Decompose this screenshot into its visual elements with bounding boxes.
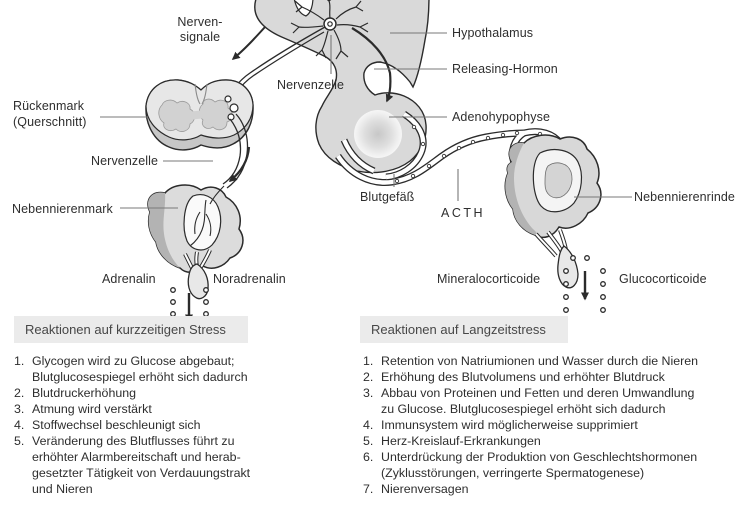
- adrenal-cortex-shape: [504, 134, 602, 289]
- list-item-number: 4.: [363, 418, 374, 432]
- list-item: 5. Herz-Kreislauf-Erkrankungen: [363, 433, 738, 449]
- list-item-text: Herz-Kreislauf-Erkrankungen: [381, 434, 541, 448]
- list-item: 1. Glycogen wird zu Glucose abgebaut; Bl…: [14, 353, 352, 385]
- list-item: 3. Atmung wird verstärkt: [14, 401, 352, 417]
- list-item-text: Glycogen wird zu Glucose abgebaut; Blutg…: [32, 354, 248, 384]
- list-item: 5. Veränderung des Blutflusses führt zu …: [14, 433, 352, 497]
- list-item: 2. Blutdruckerhöhung: [14, 385, 352, 401]
- short-term-stress-header: Reaktionen auf kurzzeitigen Stress: [14, 316, 248, 343]
- list-item-text: Abbau von Proteinen und Fetten und deren…: [381, 386, 695, 416]
- list-item: 7. Nierenversagen: [363, 481, 738, 497]
- label-mineralocorticoide: Mineralocorticoide: [437, 272, 541, 286]
- label-nervenzelle-unten: Nervenzelle: [91, 154, 159, 168]
- corticoid-release: [563, 255, 606, 313]
- label-nebennierenrinde: Nebennierenrinde: [634, 190, 735, 204]
- label-adrenalin: Adrenalin: [102, 272, 156, 286]
- list-item: 6. Unterdrückung der Produktion von Gesc…: [363, 449, 738, 481]
- list-item-text: Veränderung des Blutflusses führt zu erh…: [32, 434, 251, 496]
- list-item-number: 2.: [14, 386, 25, 400]
- label-hypothalamus: Hypothalamus: [452, 26, 534, 40]
- list-item-number: 5.: [14, 434, 25, 448]
- releasing-hormone-arrow: [351, 27, 394, 103]
- list-item: 3. Abbau von Proteinen und Fetten und de…: [363, 385, 738, 417]
- label-releasing-hormon: Releasing-Hormon: [452, 62, 558, 76]
- list-item-number: 3.: [14, 402, 25, 416]
- label-acth: ACTH: [441, 206, 486, 220]
- label-blutgefaess: Blutgefäß: [360, 190, 415, 204]
- adenohypophyse-gland: [354, 110, 402, 158]
- list-item: 4. Immunsystem wird möglicherweise suppr…: [363, 417, 738, 433]
- list-item-number: 1.: [363, 354, 374, 368]
- label-noradrenalin: Noradrenalin: [213, 272, 286, 286]
- list-item-number: 2.: [363, 370, 374, 384]
- neuron-icon: [233, 0, 369, 93]
- list-item-number: 5.: [363, 434, 374, 448]
- short-term-stress-list: 1. Glycogen wird zu Glucose abgebaut; Bl…: [14, 353, 352, 497]
- list-item-text: Erhöhung des Blutvolumens und erhöhter B…: [381, 370, 665, 384]
- label-pointer-lines: [100, 32, 632, 209]
- label-rueckenmark: Rückenmark (Querschnitt): [13, 99, 87, 129]
- list-item-number: 7.: [363, 482, 374, 496]
- list-item-text: Unterdrückung der Produktion von Geschle…: [381, 450, 698, 480]
- list-item-text: Stoffwechsel beschleunigt sich: [32, 418, 201, 432]
- list-item-text: Nierenversagen: [381, 482, 469, 496]
- long-term-stress-list: 1. Retention von Natriumionen und Wasser…: [363, 353, 738, 497]
- list-item-text: Blutdruckerhöhung: [32, 386, 137, 400]
- list-item-text: Immunsystem wird möglicherweise supprimi…: [381, 418, 638, 432]
- label-nebennierenmark: Nebennierenmark: [12, 202, 113, 216]
- list-item-number: 3.: [363, 386, 374, 400]
- list-item-number: 4.: [14, 418, 25, 432]
- spinal-cord-shape: [145, 79, 254, 151]
- list-item: 1. Retention von Natriumionen und Wasser…: [363, 353, 738, 369]
- nerve-signal-arrow: [231, 26, 266, 60]
- label-glucocorticoide: Glucocorticoide: [619, 272, 707, 286]
- anatomy-illustration: [100, 0, 632, 329]
- label-nervenzelle-oben: Nervenzelle: [277, 78, 345, 92]
- list-item: 2. Erhöhung des Blutvolumens und erhöhte…: [363, 369, 738, 385]
- label-nervensignale: Nerven- signale: [177, 15, 223, 44]
- list-item-number: 6.: [363, 450, 374, 464]
- list-item-number: 1.: [14, 354, 25, 368]
- list-item: 4. Stoffwechsel beschleunigt sich: [14, 417, 352, 433]
- descending-nerve: [222, 113, 251, 189]
- list-item-text: Atmung wird verstärkt: [32, 402, 152, 416]
- list-item-text: Retention von Natriumionen und Wasser du…: [381, 354, 699, 368]
- long-term-stress-header: Reaktionen auf Langzeitstress: [360, 316, 568, 343]
- label-adenohypophyse: Adenohypophyse: [452, 110, 551, 124]
- adrenal-medulla-shape: [147, 184, 244, 300]
